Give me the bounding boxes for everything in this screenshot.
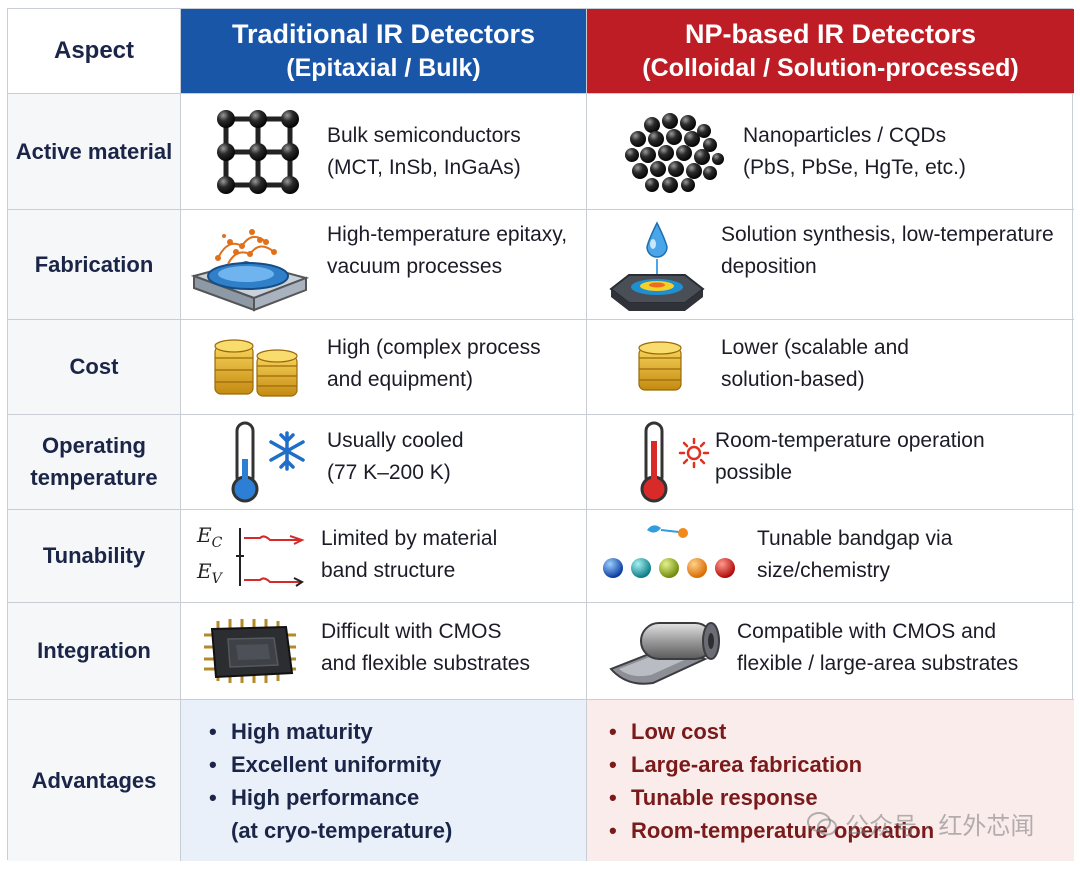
np-operating-temperature-text: Room-temperature operation possible (715, 429, 985, 484)
list-item: High performance (at cryo-temperature) (205, 781, 452, 847)
np-header: NP-based IR Detectors (Colloidal / Solut… (587, 9, 1074, 94)
droplet-deposition-icon (599, 215, 711, 315)
watermark-text: 公众号 · 红外芯闻 (845, 813, 1035, 840)
np-advantages-list: Low cost Large-area fabrication Tunable … (605, 715, 934, 847)
np-fabrication-text: Solution synthesis, low-temperature depo… (721, 222, 1054, 278)
np-cost: Lower (scalable and solution-based) (587, 320, 1074, 415)
aspect-label: Fabrication (34, 251, 154, 277)
aspect-active-material: Active material (8, 94, 181, 210)
watermark: 公众号 · 红外芯闻 (807, 806, 1034, 841)
np-operating-temperature: Room-temperature operation possible (587, 415, 1074, 510)
aspect-operating-temperature: Operating temperature (8, 415, 181, 510)
aspect-label: Advantages (31, 767, 157, 793)
colored-dots-icon (595, 513, 735, 599)
aspect-cost: Cost (8, 320, 181, 415)
list-item: Excellent uniformity (205, 748, 452, 781)
traditional-fabrication-text: High-temperature epitaxy, vacuum process… (327, 222, 568, 278)
np-tunability: Tunable bandgap via size/chemistry (587, 510, 1074, 603)
nanoparticle-cluster-icon (619, 102, 729, 202)
cmos-chip-icon (195, 608, 305, 694)
np-tunability-text: Tunable bandgap via size/chemistry (757, 527, 953, 582)
aspect-label: Operating temperature (30, 433, 158, 490)
aspect-header-label: Aspect (53, 37, 135, 64)
aspect-fabrication: Fabrication (8, 210, 181, 320)
epitaxy-wafer-icon (187, 217, 313, 313)
traditional-title: Traditional IR Detectors (231, 19, 536, 49)
np-integration: Compatible with CMOS and flexible / larg… (587, 603, 1074, 700)
aspect-integration: Integration (8, 603, 181, 700)
coin-stacks-icon (203, 327, 313, 407)
comparison-table: Aspect Traditional IR Detectors (Epitaxi… (7, 8, 1074, 861)
coin-stack-icon (625, 327, 695, 407)
cold-thermometer-icon (215, 418, 325, 506)
traditional-advantages-list: High maturity Excellent uniformity High … (205, 715, 452, 847)
warm-thermometer-icon (621, 418, 731, 506)
np-active-material: Nanoparticles / CQDs (PbS, PbSe, HgTe, e… (587, 94, 1074, 210)
np-active-material-text: Nanoparticles / CQDs (PbS, PbSe, HgTe, e… (743, 123, 966, 179)
traditional-integration: Difficult with CMOS and flexible substra… (181, 603, 587, 700)
traditional-operating-temperature: Usually cooled (77 K–200 K) (181, 415, 587, 510)
list-item: High maturity (205, 715, 452, 748)
traditional-subtitle: (Epitaxial / Bulk) (286, 54, 481, 82)
aspect-label: Integration (37, 638, 151, 663)
aspect-tunability: Tunability (8, 510, 181, 603)
np-subtitle: (Colloidal / Solution-processed) (642, 54, 1019, 82)
list-item: Low cost (605, 715, 934, 748)
aspect-advantages: Advantages (8, 700, 181, 861)
traditional-active-material-text: Bulk semiconductors (MCT, InSb, InGaAs) (327, 123, 521, 179)
np-integration-text: Compatible with CMOS and flexible / larg… (737, 620, 1019, 675)
aspect-header: Aspect (8, 9, 181, 94)
traditional-header: Traditional IR Detectors (Epitaxial / Bu… (181, 9, 587, 94)
band-ev-label: E (197, 559, 212, 583)
traditional-cost-text: High (complex process and equipment) (327, 336, 541, 391)
band-ev-sub: V (211, 571, 222, 587)
aspect-label: Cost (69, 354, 119, 379)
np-cost-text: Lower (scalable and solution-based) (721, 336, 909, 391)
traditional-tunability-text: Limited by material band structure (321, 527, 498, 582)
np-title: NP-based IR Detectors (684, 19, 977, 49)
traditional-active-material: Bulk semiconductors (MCT, InSb, InGaAs) (181, 94, 587, 210)
list-item: Tunable response (605, 781, 934, 814)
traditional-cost: High (complex process and equipment) (181, 320, 587, 415)
list-item: Large-area fabrication (605, 748, 934, 781)
traditional-operating-temperature-text: Usually cooled (77 K–200 K) (327, 429, 464, 484)
crystal-lattice-icon (203, 102, 313, 202)
flexible-film-icon (603, 608, 727, 694)
band-ec-sub: C (211, 535, 223, 551)
traditional-advantages: High maturity Excellent uniformity High … (181, 700, 587, 861)
traditional-integration-text: Difficult with CMOS and flexible substra… (321, 620, 530, 675)
traditional-fabrication: High-temperature epitaxy, vacuum process… (181, 210, 587, 320)
aspect-label: Tunability (42, 543, 146, 568)
np-fabrication: Solution synthesis, low-temperature depo… (587, 210, 1074, 320)
aspect-label: Active material (15, 138, 173, 164)
wechat-icon (807, 811, 837, 835)
band-diagram-icon: EC EV (195, 513, 315, 599)
traditional-tunability: EC EV Limited by material band structure (181, 510, 587, 603)
band-ec-label: E (197, 523, 212, 547)
list-item: Room-temperature operation (605, 814, 934, 847)
